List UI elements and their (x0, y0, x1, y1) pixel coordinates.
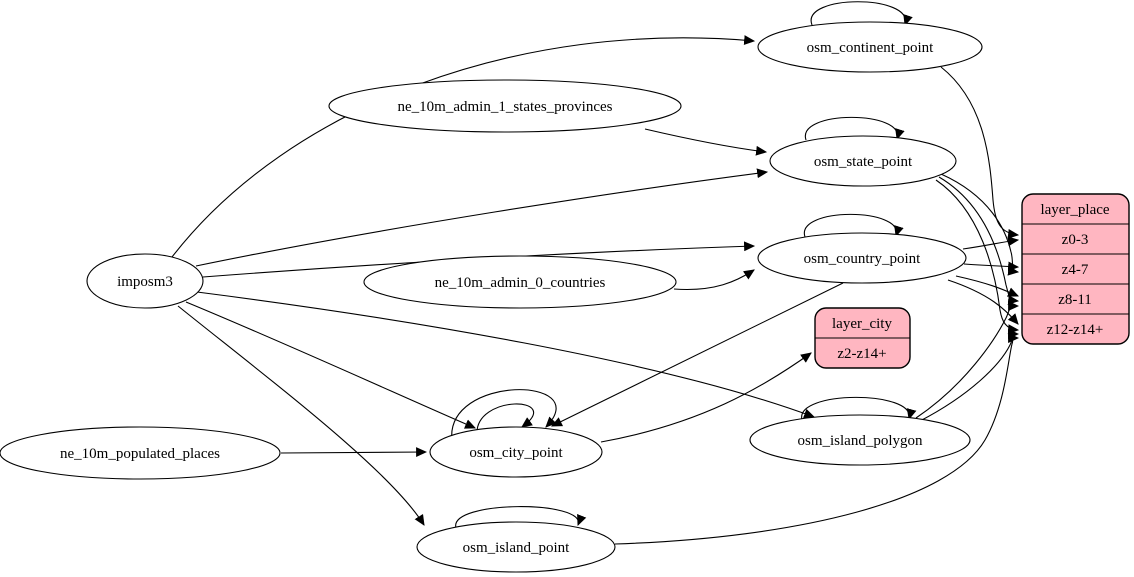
edge-imposm3-to-island-point (177, 305, 425, 526)
layer-place-box (1021, 193, 1130, 345)
edge-country-to-z8-11 (955, 275, 1020, 297)
edge-ne-admin1-to-state (644, 128, 768, 156)
node-ne-10m-admin-1-states-provinces: ne_10m_admin_1_states_provinces (328, 79, 682, 133)
layer-place-row-z8-11: z8-11 (1058, 292, 1092, 308)
edge-island-polygon-to-z8-11 (915, 301, 1020, 419)
edge-state-to-z12 (935, 179, 1020, 335)
node-osm-continent-point: osm_continent_point (757, 21, 983, 73)
layer-city-title: layer_city (832, 316, 892, 332)
node-osm-city-point: osm_city_point (429, 426, 603, 478)
country-label: osm_country_point (804, 251, 921, 267)
node-osm-country-point: osm_country_point (757, 232, 967, 284)
edge-ne-admin0-to-country (673, 269, 755, 291)
edge-country-to-z4-7 (963, 261, 1020, 272)
edge-city-to-layer-city (600, 352, 812, 443)
edge-imposm3-to-continent (171, 35, 756, 258)
island-point-shape (416, 521, 616, 573)
layer-city-row-z2-z14: z2-z14+ (837, 346, 886, 362)
continent-label: osm_continent_point (807, 40, 934, 56)
edge-imposm3-to-city (185, 301, 477, 429)
island-polygon-shape (749, 414, 971, 466)
edge-imposm3-to-island-polygon (196, 291, 816, 419)
selfloop-city-inner (476, 403, 534, 436)
node-osm-island-point: osm_island_point (416, 521, 616, 573)
ne-popplaces-shape (0, 426, 281, 480)
edge-layer (171, 1, 1020, 545)
ne-admin1-shape (328, 79, 682, 133)
edge-imposm3-to-state (195, 168, 769, 267)
node-imposm3: imposm3 (86, 253, 204, 309)
layer-place-title: layer_place (1040, 202, 1109, 218)
layer-place-row-z0-3: z0-3 (1062, 232, 1089, 248)
selfloop-island-point (455, 506, 587, 529)
edge-country-to-city (551, 282, 844, 427)
city-label: osm_city_point (469, 445, 563, 461)
ne-admin0-label: ne_10m_admin_0_countries (435, 275, 606, 291)
selfloop-state (805, 116, 905, 141)
imposm3-label: imposm3 (117, 274, 173, 290)
city-shape (429, 426, 603, 478)
edge-state-to-z8-11 (938, 176, 1020, 305)
edge-country-to-z0-3 (962, 236, 1020, 250)
edge-country-to-z12 (947, 279, 1019, 325)
edge-island-point-to-z12 (614, 333, 1020, 545)
edge-continent-to-z0-3 (940, 66, 1020, 239)
country-shape (757, 232, 967, 284)
layer-place-row-z4-7: z4-7 (1062, 262, 1089, 278)
state-shape (769, 135, 957, 187)
record-layer-city: layer_city z2-z14+ (814, 307, 911, 369)
node-osm-island-polygon: osm_island_polygon (749, 414, 971, 466)
layer-place-row-z12-z14: z12-z14+ (1047, 322, 1104, 338)
node-osm-state-point: osm_state_point (769, 135, 957, 187)
edge-island-polygon-to-z12 (919, 329, 1020, 422)
node-ne-10m-admin-0-countries: ne_10m_admin_0_countries (363, 255, 677, 309)
edge-ne-popplaces-to-city (280, 447, 428, 458)
state-label: osm_state_point (814, 154, 913, 170)
ne-admin0-shape (363, 255, 677, 309)
record-layer-place: layer_place z0-3 z4-7 z8-11 z12-z14+ (1021, 193, 1130, 345)
ne-admin1-label: ne_10m_admin_1_states_provinces (398, 99, 613, 115)
imposm3-shape (86, 253, 204, 309)
selfloop-island-polygon (801, 396, 917, 421)
ne-popplaces-label: ne_10m_populated_places (60, 446, 220, 462)
selfloop-continent (810, 1, 913, 27)
selfloop-city-outer (451, 389, 557, 442)
island-point-label: osm_island_point (463, 540, 571, 556)
continent-shape (757, 21, 983, 73)
selfloop-country (804, 213, 904, 238)
island-polygon-label: osm_island_polygon (797, 433, 923, 449)
node-ne-10m-populated-places: ne_10m_populated_places (0, 426, 281, 480)
